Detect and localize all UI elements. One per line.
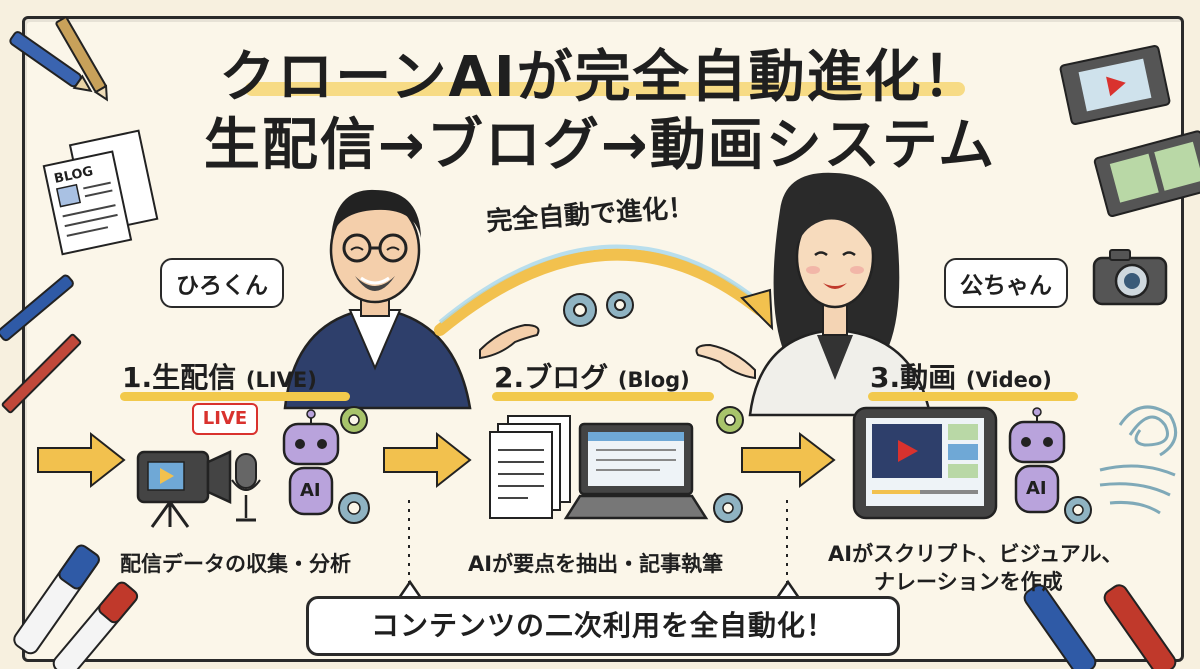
pen-icon [9, 31, 93, 93]
gear-icon [340, 406, 368, 434]
robot-label: AI [300, 480, 321, 501]
step3-number: 3. [870, 361, 901, 394]
blog-document-icon [42, 129, 159, 256]
documents-icon [489, 415, 571, 519]
title-highlight [245, 82, 965, 96]
step3-heading: 3.動画 (Video) [870, 356, 1052, 396]
laptop-icon [563, 422, 709, 520]
step2-description: AIが要点を抽出・記事執筆 [468, 552, 724, 576]
marker-icon [13, 544, 100, 655]
pen-icon [0, 274, 74, 342]
step1-number: 1. [122, 361, 153, 394]
step2-name: ブログ [524, 361, 609, 394]
gear-icon [338, 492, 370, 524]
ai-robot-icon [282, 409, 340, 516]
marker-icon [1023, 584, 1177, 669]
step3-highlight [868, 392, 1078, 401]
flow-arrow [741, 431, 836, 489]
gear-icon [716, 406, 744, 434]
step3-sub: (Video) [965, 368, 1052, 392]
step1-name: 生配信 [152, 361, 237, 394]
marker-icon [52, 581, 139, 669]
step3-name: 動画 [900, 361, 957, 394]
film-strip-icon [1093, 130, 1200, 218]
video-camera-icon [136, 450, 232, 528]
camera-icon [1092, 249, 1168, 306]
name-bubble-kochan: 公ちゃん [944, 258, 1068, 308]
step2-highlight [492, 392, 714, 401]
dotted-connector [786, 500, 788, 596]
paper-frame [22, 16, 1184, 662]
step2-heading: 2.ブログ (Blog) [494, 356, 690, 396]
step1-sub: (LIVE) [245, 368, 317, 392]
flow-arrow [383, 431, 472, 489]
evolution-arc-arrow [434, 244, 774, 336]
step3-description-line1: AIがスクリプト、ビジュアル、 [828, 542, 1123, 566]
step3-description-line2: ナレーションを作成 [874, 570, 1063, 594]
step1-description: 配信データの収集・分析 [120, 552, 351, 576]
summary-banner: コンテンツの二次利用を全自動化！ [306, 596, 900, 656]
gear-icon [713, 493, 743, 523]
name-bubble-hirokun: ひろくん [160, 258, 284, 308]
gear-icon [1064, 496, 1092, 524]
main-title: クローンAIが完全自動進化！ [219, 45, 981, 110]
wind-swirl-icon [1099, 405, 1178, 515]
pencil-icon [55, 16, 108, 102]
step2-sub: (Blog) [617, 368, 690, 392]
dotted-connector [408, 500, 410, 596]
step1-highlight [120, 392, 350, 401]
man-character-illustration [283, 189, 472, 410]
gear-icon [563, 291, 634, 327]
film-strip-icon [1059, 45, 1171, 125]
hand-icon [479, 323, 540, 360]
tablet-video-icon [852, 406, 998, 520]
flow-arrow [37, 431, 126, 489]
pencil-icon [1, 333, 82, 414]
step1-heading: 1.生配信 (LIVE) [122, 356, 317, 396]
microphone-icon [231, 453, 261, 522]
step2-number: 2. [494, 361, 525, 394]
robot-label: AI [1026, 478, 1047, 499]
sub-title: 生配信→ブログ→動画システム [203, 113, 997, 178]
ai-robot-icon [1008, 407, 1066, 514]
hand-icon [695, 343, 756, 380]
live-badge: LIVE [192, 403, 258, 435]
